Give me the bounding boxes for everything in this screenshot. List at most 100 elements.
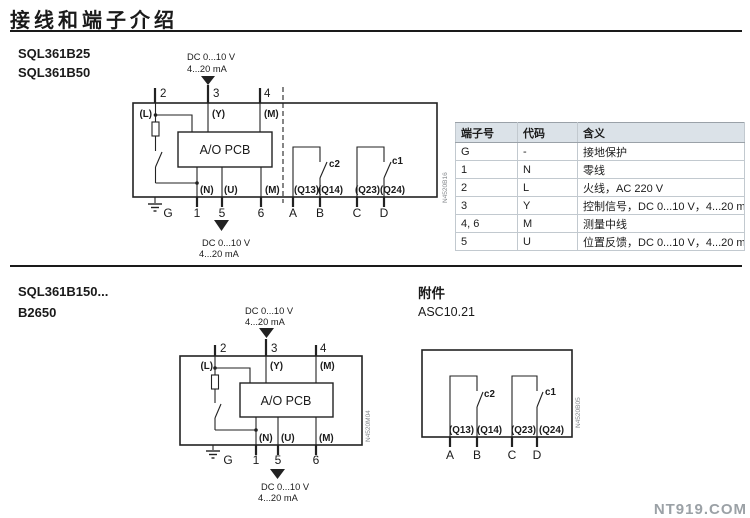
terminal-number: C bbox=[508, 448, 517, 462]
cell-meaning: 测量中线 bbox=[577, 214, 745, 233]
terminal-number: 6 bbox=[258, 206, 265, 220]
table-row: 3 Y 控制信号，DC 0...10 V，4...20 mA bbox=[455, 196, 745, 215]
terminal-number: D bbox=[533, 448, 542, 462]
ground-symbol bbox=[206, 445, 220, 459]
switch-blade bbox=[383, 161, 392, 179]
terminal-number: B bbox=[316, 206, 324, 220]
switch-label: c2 bbox=[484, 389, 495, 400]
section-divider bbox=[10, 265, 742, 267]
pcb-label: A/O PCB bbox=[200, 143, 251, 157]
wiring-lines bbox=[132, 85, 438, 212]
model-label: SQL361B50 bbox=[18, 65, 91, 80]
cell-meaning: 位置反馈，DC 0...10 V，4...20 mA bbox=[577, 232, 745, 251]
pin-label: (Y) bbox=[270, 361, 283, 372]
junction-dot bbox=[254, 428, 258, 432]
switch-label: c2 bbox=[329, 159, 340, 170]
wiring-diagram-sql361b25: DC 0...10 V 4...20 mA 2 3 4 (L) (Y) (M) … bbox=[132, 52, 449, 259]
signal-label: 4...20 mA bbox=[258, 493, 299, 503]
arrow-down-icon bbox=[214, 220, 229, 231]
column-header-code: 代码 bbox=[517, 122, 578, 143]
pcb-label: A/O PCB bbox=[261, 394, 312, 408]
actuator-outline bbox=[132, 102, 438, 198]
terminal-number: C bbox=[353, 206, 362, 220]
diagram-ref-code: N4520M04 bbox=[365, 410, 372, 442]
contact-label: (Q24) bbox=[539, 425, 564, 436]
model-label: SQL361B25 bbox=[18, 46, 91, 61]
signal-label: 4...20 mA bbox=[187, 64, 228, 74]
actuator-outline bbox=[179, 355, 363, 446]
page-title: 接线和端子介绍 bbox=[10, 10, 178, 32]
arrow-down-icon bbox=[201, 76, 215, 85]
switch-blade bbox=[319, 161, 328, 179]
signal-label: 4...20 mA bbox=[245, 317, 286, 327]
signal-label: DC 0...10 V bbox=[261, 482, 310, 492]
terminal-number: 1 bbox=[194, 206, 201, 220]
pin-label: (N) bbox=[259, 433, 273, 444]
column-header-meaning: 含义 bbox=[577, 122, 745, 143]
signal-label: DC 0...10 V bbox=[245, 306, 294, 316]
contact-label: (Q24) bbox=[380, 185, 405, 196]
model-label: SQL361B150... bbox=[18, 284, 109, 299]
cell-code: M bbox=[517, 214, 578, 233]
cell-terminal: 2 bbox=[455, 178, 518, 197]
title-rule bbox=[10, 30, 742, 32]
ground-symbol bbox=[148, 197, 162, 212]
signal-label: DC 0...10 V bbox=[187, 52, 236, 62]
wiring-diagram-sql361b150: DC 0...10 V 4...20 mA 2 3 4 (L) (Y) (M) … bbox=[179, 306, 372, 503]
junctions-and-arrows bbox=[153, 76, 229, 231]
column-header-terminal: 端子号 bbox=[455, 122, 518, 143]
pin-label: (M) bbox=[319, 433, 334, 444]
resistor-symbol bbox=[210, 374, 220, 390]
signal-label: 4...20 mA bbox=[199, 249, 240, 259]
contact-label: (Q14) bbox=[477, 425, 502, 436]
aux-switch-c2 bbox=[449, 375, 478, 437]
junction-dot bbox=[195, 181, 199, 185]
resistor-symbol bbox=[151, 121, 160, 137]
pin-label: (U) bbox=[281, 433, 295, 444]
switch-blade bbox=[214, 403, 222, 419]
terminal-number: 2 bbox=[160, 88, 166, 100]
accessory-outline bbox=[421, 349, 573, 438]
cell-code: L bbox=[517, 178, 578, 197]
terminal-number: G bbox=[223, 453, 232, 467]
contact-label: (Q14) bbox=[318, 185, 343, 196]
terminal-number: 4 bbox=[264, 88, 271, 100]
pin-label: (M) bbox=[265, 185, 280, 196]
pin-label: (M) bbox=[264, 109, 279, 120]
arrow-down-icon bbox=[259, 328, 274, 338]
table-row: 2 L 火线，AC 220 V bbox=[455, 178, 745, 197]
accessory-diagram-asc1021: (Q13) (Q14) (Q23) (Q24) c2 c1 A B C D N4… bbox=[421, 349, 582, 462]
arrow-down-icon bbox=[270, 469, 285, 479]
pcb-outline bbox=[177, 131, 273, 168]
diagram-ref-code: N4520B16 bbox=[442, 172, 449, 203]
cell-terminal: 5 bbox=[455, 232, 518, 251]
cell-code: N bbox=[517, 160, 578, 179]
aux-switch-c2 bbox=[292, 146, 321, 197]
contact-label: (Q23) bbox=[511, 425, 536, 436]
wiring-lines bbox=[179, 339, 363, 459]
terminal-number: 3 bbox=[271, 343, 277, 355]
cell-meaning: 控制信号，DC 0...10 V，4...20 mA bbox=[577, 196, 745, 215]
terminal-number: 5 bbox=[219, 206, 226, 220]
cell-meaning: 接地保护 bbox=[577, 142, 745, 161]
terminal-table: 端子号 代码 含义 G - 接地保护 1 N 零线 2 L 火线，AC 220 … bbox=[455, 122, 745, 251]
terminal-number: 5 bbox=[275, 453, 282, 467]
terminal-number: 1 bbox=[253, 453, 260, 467]
table-row: G - 接地保护 bbox=[455, 142, 745, 161]
accessory-heading: 附件 bbox=[418, 286, 445, 301]
cell-code: U bbox=[517, 232, 578, 251]
signal-label: DC 0...10 V bbox=[202, 238, 251, 248]
model-labels-section2: SQL361B150... B2650 bbox=[18, 281, 108, 323]
cell-meaning: 火线，AC 220 V bbox=[577, 178, 745, 197]
junction-dot bbox=[153, 113, 158, 117]
pin-label: (Y) bbox=[212, 109, 225, 120]
terminal-number: D bbox=[380, 206, 389, 220]
cell-terminal: 1 bbox=[455, 160, 518, 179]
junction-dot bbox=[213, 366, 217, 370]
cell-terminal: 4, 6 bbox=[455, 214, 518, 233]
terminal-number: G bbox=[163, 206, 172, 220]
pin-label: (N) bbox=[200, 185, 214, 196]
aux-switch-c1 bbox=[356, 146, 385, 197]
contact-label: (Q13) bbox=[449, 425, 474, 436]
